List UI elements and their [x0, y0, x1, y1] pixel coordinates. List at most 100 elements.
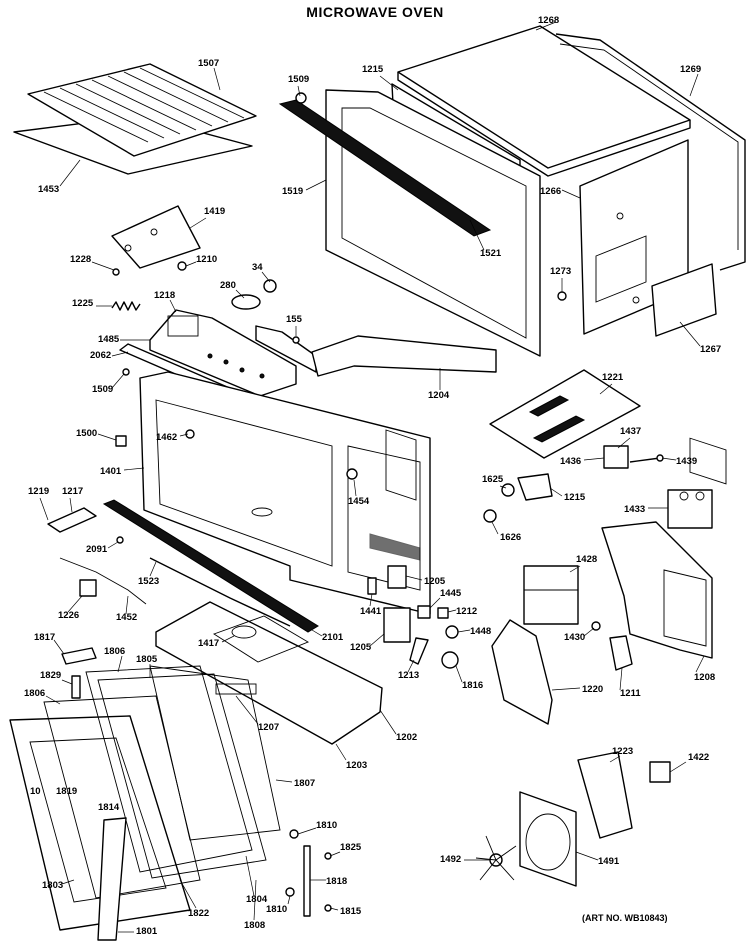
- callout-1225: 1225: [72, 298, 94, 309]
- door-frame-outer: [9, 715, 191, 931]
- screw-1228: [112, 268, 120, 276]
- callout-1220: 1220: [582, 684, 603, 695]
- callout-1816: 1816: [462, 680, 483, 691]
- callout-1801: 1801: [136, 926, 158, 937]
- callout-1806-b: 1806: [24, 688, 45, 699]
- callout-1273: 1273: [550, 266, 571, 277]
- wire-1452: [59, 557, 147, 605]
- part-1626: [483, 509, 497, 523]
- callout-280: 280: [220, 280, 236, 291]
- callout-labels: 1268 1507 1509 1215 1269 1453 1519 1266 …: [24, 15, 721, 937]
- callout-2062: 2062: [90, 350, 111, 361]
- spring-1810a: [289, 829, 299, 839]
- spring-1225: [111, 301, 141, 311]
- fuse-1437: [603, 445, 629, 469]
- front-frame: [278, 89, 541, 357]
- callout-1212: 1212: [456, 606, 477, 617]
- callout-1454: 1454: [348, 496, 370, 507]
- callout-1433: 1433: [624, 504, 645, 515]
- callout-1226: 1226: [58, 610, 79, 621]
- callout-1523: 1523: [138, 576, 159, 587]
- callout-1215-b: 1215: [564, 492, 586, 503]
- callout-1509-b: 1509: [92, 384, 113, 395]
- screw-1825: [324, 852, 332, 860]
- callout-1268: 1268: [538, 15, 559, 26]
- capacitor-1433: [667, 489, 713, 529]
- callout-1207: 1207: [258, 722, 279, 733]
- door-handle-1801: [97, 817, 127, 941]
- bracket-1211: [609, 635, 633, 671]
- callout-1215: 1215: [362, 64, 384, 75]
- callout-1205: 1205: [424, 576, 446, 587]
- thermal-1226: [79, 579, 97, 597]
- shield-1221: [489, 369, 641, 459]
- part-1454: [346, 468, 358, 480]
- callout-1491: 1491: [598, 856, 620, 867]
- callout-1211: 1211: [620, 688, 641, 699]
- outer-case-top: [397, 25, 691, 177]
- screw-2091: [116, 536, 124, 544]
- part-1462: [185, 429, 195, 439]
- callout-1401: 1401: [100, 466, 122, 477]
- callout-1219: 1219: [28, 486, 49, 497]
- bracket-1215b: [517, 473, 553, 501]
- callout-1462: 1462: [156, 432, 177, 443]
- waveguide-cover: [111, 205, 201, 269]
- callout-1448: 1448: [470, 626, 491, 637]
- callout-1228: 1228: [70, 254, 91, 265]
- callout-1452: 1452: [116, 612, 137, 623]
- callout-1437: 1437: [620, 426, 641, 437]
- switch-1205b: [383, 607, 411, 643]
- callout-1509: 1509: [288, 74, 309, 85]
- part-1448: [445, 625, 459, 639]
- callout-1453: 1453: [38, 184, 59, 195]
- callout-1817: 1817: [34, 632, 55, 643]
- fan-blade-1492: [475, 835, 517, 881]
- callout-1500: 1500: [76, 428, 97, 439]
- clip-1210: [177, 261, 187, 271]
- callout-1218: 1218: [154, 290, 175, 301]
- callout-1445: 1445: [440, 588, 462, 599]
- callout-1204: 1204: [428, 390, 450, 401]
- leader-lines: [39, 21, 705, 933]
- callout-1428: 1428: [576, 554, 597, 565]
- callout-1208: 1208: [694, 672, 715, 683]
- part-1816: [441, 651, 459, 669]
- part-1441: [367, 577, 377, 595]
- callout-1417: 1417: [198, 638, 219, 649]
- callout-2091: 2091: [86, 544, 108, 555]
- fan-plate-1491: [519, 791, 577, 887]
- wire-1439: [629, 454, 664, 463]
- part-1445: [417, 605, 431, 619]
- callout-1221: 1221: [602, 372, 624, 383]
- callout-1819: 1819: [56, 786, 77, 797]
- part-1213: [409, 637, 429, 665]
- access-cover-plate: [651, 263, 717, 337]
- control-chassis: [149, 309, 297, 397]
- transformer-1428: [523, 565, 579, 625]
- callout-1419: 1419: [204, 206, 225, 217]
- callout-1805: 1805: [136, 654, 158, 665]
- callout-155: 155: [286, 314, 303, 325]
- oven-rack: [13, 63, 257, 175]
- art-number: (ART NO. WB10843): [582, 913, 668, 923]
- callout-1223: 1223: [612, 746, 633, 757]
- callout-1205-b: 1205: [350, 642, 372, 653]
- callout-1210: 1210: [196, 254, 217, 265]
- stirrer-280: [231, 294, 261, 310]
- duct-1220: [491, 619, 553, 725]
- vent-strip-bottom: [102, 499, 319, 633]
- callout-1213: 1213: [398, 670, 419, 681]
- callout-1810: 1810: [316, 820, 337, 831]
- callout-1806: 1806: [104, 646, 125, 657]
- oven-cavity: [139, 371, 431, 615]
- callout-1492: 1492: [440, 854, 461, 865]
- callout-1803: 1803: [42, 880, 63, 891]
- screw-1509b: [122, 368, 130, 376]
- callout-1267: 1267: [700, 344, 721, 355]
- light-socket-1273: [557, 291, 567, 301]
- callout-1822: 1822: [188, 908, 209, 919]
- callout-1804: 1804: [246, 894, 268, 905]
- callout-1439: 1439: [676, 456, 697, 467]
